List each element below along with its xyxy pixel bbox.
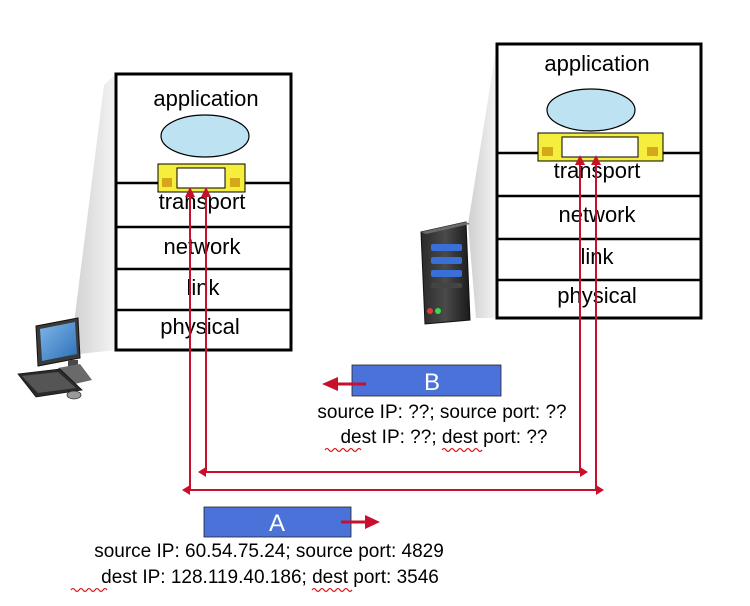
segment-a-header-line1: source IP: 60.54.75.24; source port: 482… bbox=[94, 541, 444, 562]
client-layer-network: network bbox=[163, 234, 241, 259]
segment-path-lines bbox=[189, 163, 597, 491]
segment-b: B source IP: ??; source port: ?? dest IP… bbox=[317, 364, 567, 453]
client-perspective-shadow bbox=[70, 74, 116, 355]
server-tower-icon bbox=[420, 221, 471, 325]
path-arrowheads bbox=[182, 155, 604, 495]
server-socket-icon bbox=[537, 132, 664, 162]
server-process-ellipse bbox=[546, 88, 636, 132]
client-layer-physical: physical bbox=[160, 314, 239, 339]
server-layer-network: network bbox=[558, 202, 636, 227]
segment-b-direction-arrow bbox=[322, 377, 366, 391]
client-layer-application: application bbox=[153, 86, 258, 111]
segment-a: A source IP: 60.54.75.24; source port: 4… bbox=[70, 506, 444, 593]
segment-a-label: A bbox=[269, 510, 285, 537]
client-protocol-stack: application transport network link physi… bbox=[114, 72, 293, 352]
server-layer-link: link bbox=[580, 244, 614, 269]
desktop-computer-icon bbox=[17, 317, 92, 400]
segment-b-box bbox=[351, 364, 502, 397]
spellcheck-squiggle bbox=[311, 587, 353, 593]
client-process-ellipse bbox=[160, 114, 250, 158]
client-layer-link: link bbox=[186, 275, 220, 300]
server-perspective-shadow bbox=[468, 44, 497, 318]
segment-b-header-line2: dest IP: ??; dest port: ?? bbox=[340, 427, 547, 448]
segment-b-header-line1: source IP: ??; source port: ?? bbox=[317, 402, 566, 423]
spellcheck-squiggle bbox=[324, 447, 362, 453]
client-socket-icon bbox=[157, 163, 246, 193]
server-protocol-stack: application transport network link physi… bbox=[495, 42, 703, 320]
client-layer-transport: transport bbox=[159, 189, 246, 214]
server-layer-application: application bbox=[544, 51, 649, 76]
spellcheck-squiggle bbox=[70, 587, 108, 593]
segment-a-header-line2: dest IP: 128.119.40.186; dest port: 3546 bbox=[101, 567, 439, 588]
segment-a-direction-arrow bbox=[341, 515, 380, 529]
spellcheck-squiggle bbox=[441, 447, 483, 453]
segment-b-label: B bbox=[424, 369, 440, 396]
